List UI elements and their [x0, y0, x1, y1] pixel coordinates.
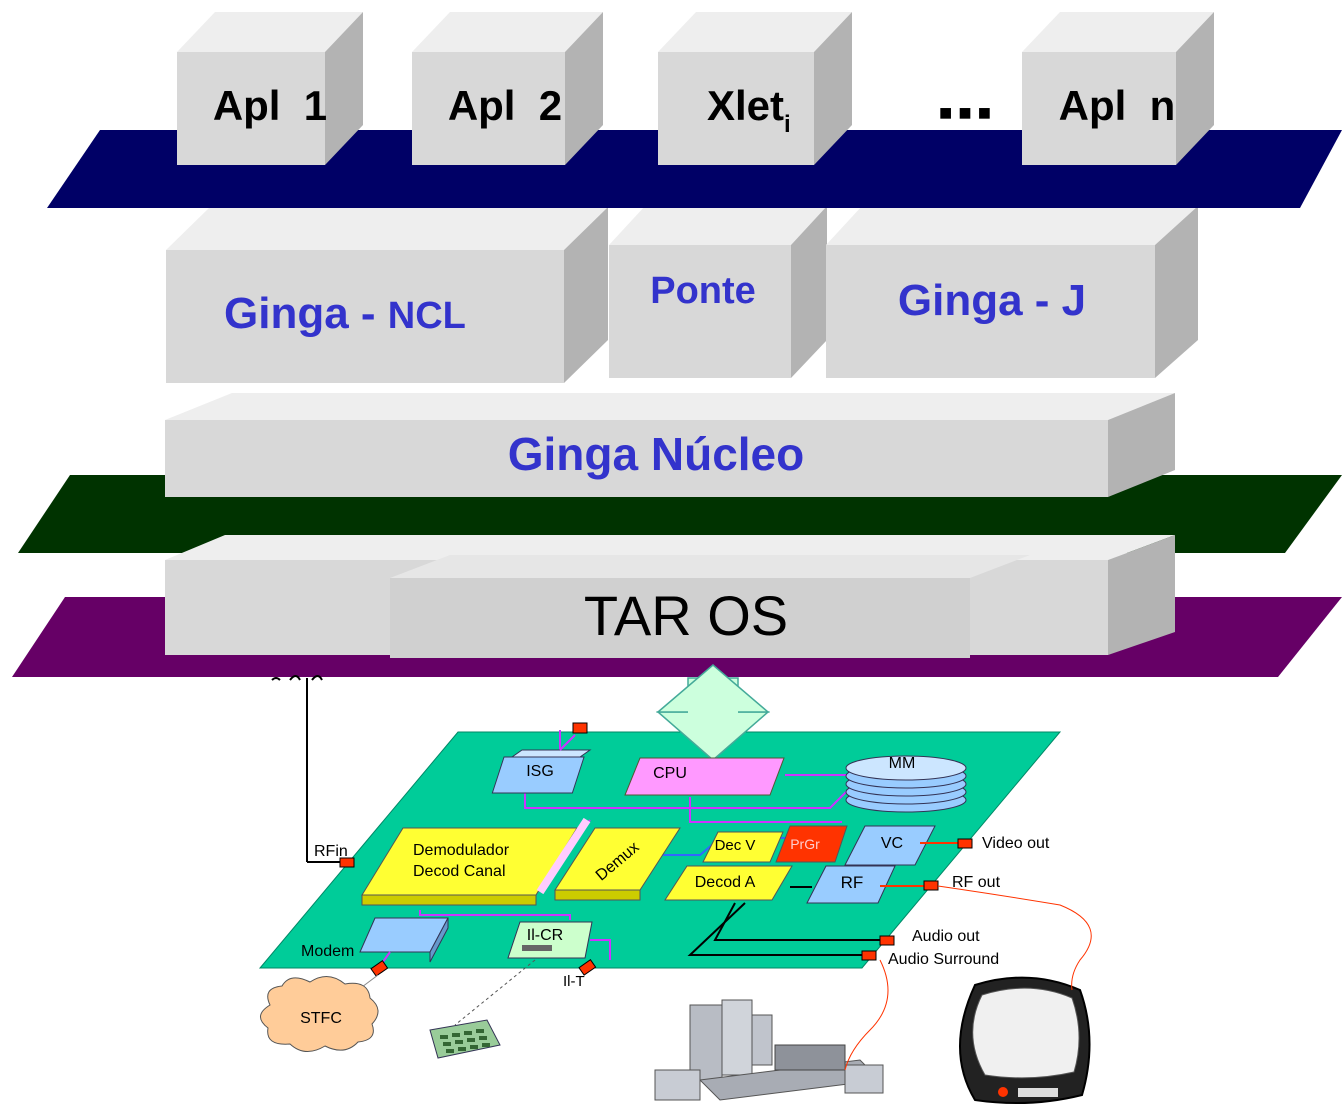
audiosurround-label: Audio Surround [888, 951, 999, 968]
rf-label: RF [841, 873, 864, 892]
decoda-label: Decod A [695, 874, 756, 891]
vc-chip: VC [844, 825, 936, 866]
audio-lines [687, 902, 882, 956]
vc-label: VC [881, 835, 903, 852]
audioout-connector [879, 935, 895, 946]
rfout-connector [923, 880, 939, 891]
decv-chip: Dec V [702, 831, 784, 863]
isg-chip: ISG [491, 749, 592, 794]
apln-label: Apl n [1059, 82, 1176, 129]
rf-chip: RF [806, 865, 896, 904]
cpu-label: CPU [653, 765, 687, 782]
ellipsis: ■ ■ ■ [939, 100, 991, 125]
app-box-apl2: Apl 2 [412, 12, 603, 165]
ginga-j-label: Ginga - J [898, 276, 1086, 325]
ilcr-chip: Il-CR [507, 921, 593, 959]
rfout-label: RF out [952, 874, 1001, 891]
television-icon [959, 976, 1091, 1105]
decoda-chip: Decod A [664, 865, 793, 901]
ilt-label: Il-T [563, 973, 585, 990]
link-pipe [536, 817, 591, 895]
mm-memory: MM [845, 755, 967, 813]
app-box-xlet: Xleti [658, 12, 852, 165]
taros-block: TAR OS [165, 535, 1175, 658]
rf-cable [937, 885, 1092, 991]
ponte-label: Ponte [650, 270, 756, 312]
mm-label: MM [889, 755, 916, 772]
xlet-label: Xleti [707, 82, 791, 138]
ilt-connector [578, 959, 597, 976]
apl1-label: Apl 1 [213, 82, 327, 129]
app-box-apl1: Apl 1 [177, 12, 363, 165]
ginga-nucleo-block: Ginga Núcleo [165, 393, 1175, 497]
videoout-label: Video out [982, 835, 1050, 852]
cpu-chip: CPU [624, 757, 785, 796]
demodulador-label-2: Decod Canal [413, 863, 506, 880]
stfc-label: STFC [300, 1010, 342, 1027]
audio-cable [844, 959, 889, 1071]
modem-connector [370, 960, 389, 977]
stereo-system-icon [654, 999, 884, 1101]
taros-label: TAR OS [584, 584, 788, 647]
modem-label: Modem [301, 943, 354, 960]
ginga-j-block: Ginga - J [826, 206, 1198, 378]
videoout-connector [957, 838, 973, 849]
ginga-nucleo-label: Ginga Núcleo [508, 428, 804, 480]
app-box-apln: Apl n [1022, 12, 1214, 165]
prgr-label: PrGr [790, 836, 820, 852]
antenna [271, 675, 345, 863]
ginga-ncl-label: Ginga - NCL [224, 289, 466, 338]
prgr-chip: PrGr [775, 825, 848, 863]
apl2-label: Apl 2 [448, 82, 562, 129]
isg-label: ISG [526, 763, 554, 780]
modem-chip [359, 917, 449, 963]
ginga-ncl-block: Ginga - NCL [166, 207, 608, 383]
remote-keypad-icon [429, 1019, 501, 1059]
audioout-label: Audio out [912, 928, 980, 945]
rfin-connector [339, 857, 355, 868]
demux-chip: Demux [554, 827, 681, 901]
isg-connector [572, 722, 588, 734]
demodulador-chip: Demodulador Decod Canal [361, 827, 578, 906]
decv-label: Dec V [715, 837, 756, 854]
ponte-block: Ponte [609, 206, 827, 378]
ilcr-label: Il-CR [527, 927, 563, 944]
stfc-cloud: STFC [260, 976, 379, 1052]
demodulador-label-1: Demodulador [413, 842, 510, 859]
rfin-label: RFin [314, 843, 348, 860]
audiosurround-connector [861, 950, 877, 961]
cpu-io-arrow [655, 664, 771, 761]
app-layer-plane [47, 130, 1342, 208]
